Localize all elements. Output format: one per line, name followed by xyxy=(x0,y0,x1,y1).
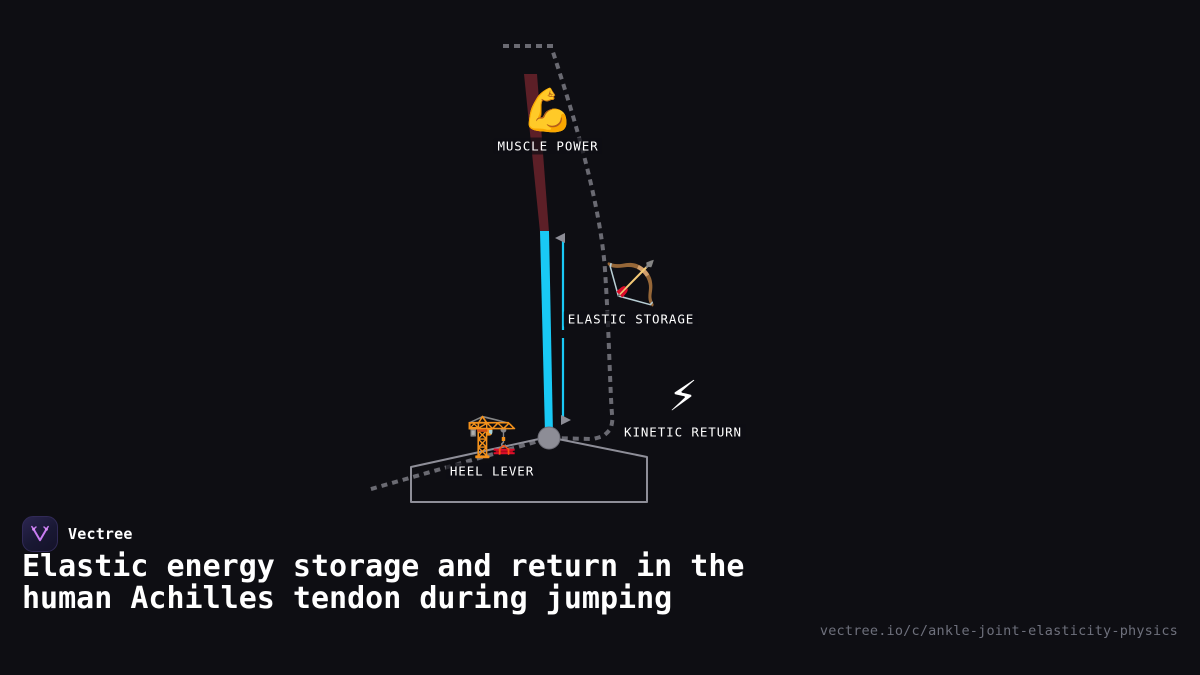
caption-footer: Vectree Elastic energy storage and retur… xyxy=(0,505,1200,675)
foot-outline xyxy=(410,436,648,503)
diagram-stage: 💪 MUSCLE POWER 🏹 ELASTIC STORAGE ⚡ KINET… xyxy=(368,44,746,503)
source-url: vectree.io/c/ankle-joint-elasticity-phys… xyxy=(819,623,1178,639)
flexed-biceps-icon: 💪 xyxy=(521,85,575,135)
diagram-node-label-muscle: MUSCLE POWER xyxy=(493,137,603,155)
ankle-joint xyxy=(537,426,561,450)
high-voltage-icon: ⚡ xyxy=(668,371,698,421)
diagram-node-label-heel: HEEL LEVER xyxy=(445,462,539,480)
bow-and-arrow-icon: 🏹 xyxy=(604,258,658,308)
diagram-node-muscle: 💪 MUSCLE POWER xyxy=(493,85,603,155)
diagram-node-label-elastic: ELASTIC STORAGE xyxy=(563,310,699,328)
diagram-canvas xyxy=(368,44,648,503)
vectree-logo-icon xyxy=(22,516,58,552)
diagram-node-kinetic: ⚡ KINETIC RETURN xyxy=(620,371,746,441)
achilles-tendon xyxy=(540,231,553,434)
brand: Vectree xyxy=(22,516,133,552)
diagram-node-label-kinetic: KINETIC RETURN xyxy=(620,423,746,441)
brand-name: Vectree xyxy=(68,525,133,543)
diagram-node-elastic: 🏹 ELASTIC STORAGE xyxy=(563,258,699,328)
page-title: Elastic energy storage and return in the… xyxy=(22,549,745,616)
diagram-node-heel: 🏗️ HEEL LEVER xyxy=(445,410,539,480)
construction-crane-icon: 🏗️ xyxy=(465,410,519,460)
